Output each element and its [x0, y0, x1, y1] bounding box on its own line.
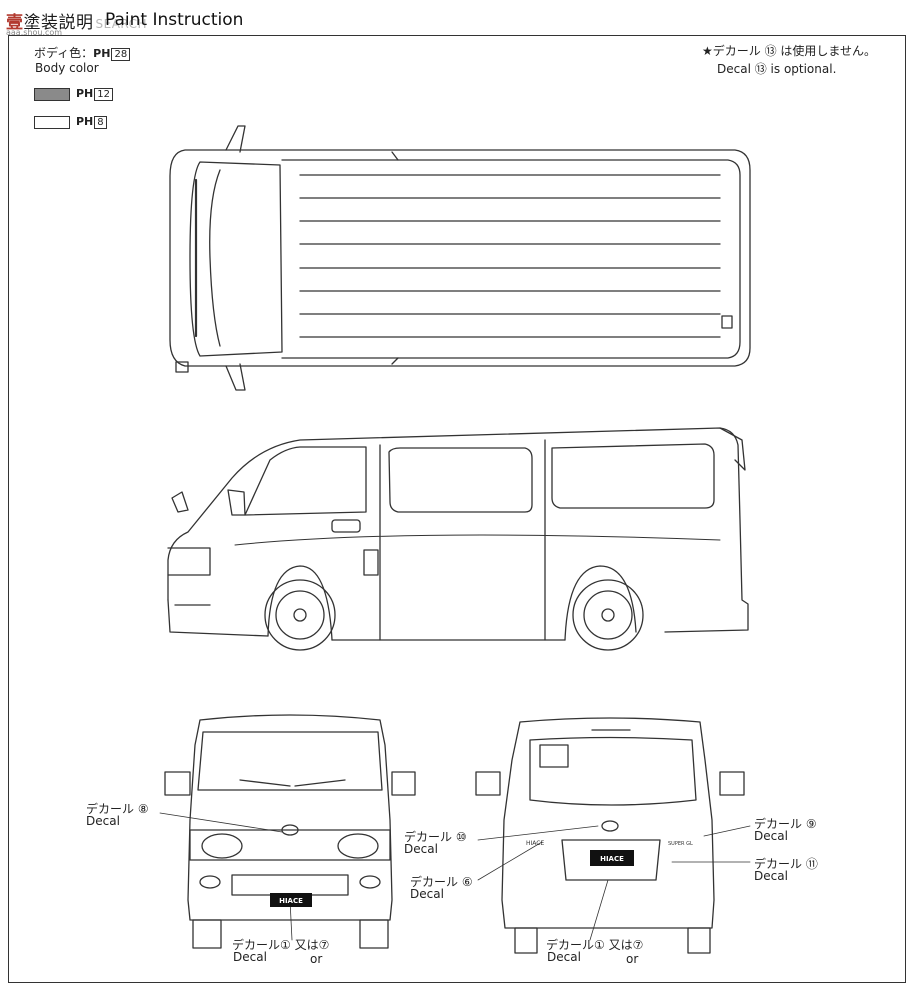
callout-rear-1-or: or — [626, 952, 639, 966]
page-title: Paint Instruction — [105, 10, 244, 30]
callout-front-8: デカール ⑧ — [86, 802, 149, 816]
rear-view — [475, 717, 745, 954]
callout-front-1-en: Decal — [233, 950, 267, 964]
drawing-frame — [8, 35, 906, 983]
callout-leaders — [159, 812, 751, 941]
callout-front-1-or: or — [310, 952, 323, 966]
top-view — [169, 125, 751, 391]
rear-plate — [590, 850, 634, 866]
watermark-logo: 壹 — [6, 13, 24, 33]
callout-rear-10: デカール ⑩ — [404, 830, 467, 844]
watermark-text: SEARCH — [95, 17, 148, 31]
front-plate — [270, 893, 312, 907]
rear-badge-left: HIACE — [526, 840, 544, 847]
optional-decal-note-jp: ★デカール ⑬ は使用しません。 — [702, 44, 877, 58]
watermark-url: aaa.shou.com — [6, 28, 63, 37]
paint-swatch-white — [34, 116, 70, 129]
rear-badge-right: SUPER GL — [668, 841, 693, 847]
callout-front-8-en: Decal — [86, 814, 120, 828]
callout-rear-10-en: Decal — [404, 842, 438, 856]
callout-rear-6: デカール ⑥ — [410, 875, 473, 889]
callout-rear-11-en: Decal — [754, 869, 788, 883]
callout-rear-1: デカール① 又は⑦ — [546, 938, 644, 952]
optional-decal-note-en: Decal ⑬ is optional. — [717, 62, 837, 76]
front-plate-text: HIACE — [279, 897, 303, 905]
callout-rear-6-en: Decal — [410, 887, 444, 901]
callout-front-1: デカール① 又は⑦ — [232, 938, 330, 952]
paint-swatch-grey — [34, 88, 70, 101]
callout-rear-11: デカール ⑪ — [754, 857, 818, 871]
callout-rear-9-en: Decal — [754, 829, 788, 843]
callout-rear-1-en: Decal — [547, 950, 581, 964]
section-heading-text: 塗装説明 — [23, 13, 94, 33]
side-view — [167, 427, 749, 651]
body-color-label-en: Body color — [35, 61, 99, 75]
front-view — [164, 714, 416, 949]
rear-plate-text: HIACE — [600, 855, 624, 863]
callout-rear-9: デカール ⑨ — [754, 817, 817, 831]
